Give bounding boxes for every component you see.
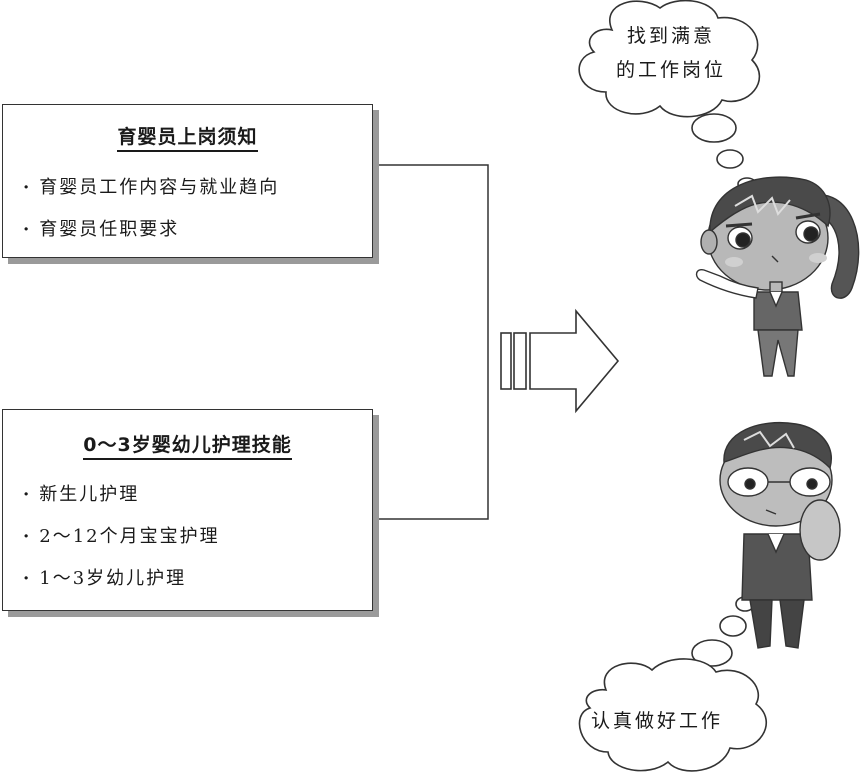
list-item: 1～3岁幼儿护理: [23, 558, 220, 600]
woman-character-icon: [695, 176, 860, 377]
arrow-icon: [500, 308, 620, 414]
thought-text-top: 找到满意 的工作岗位: [596, 19, 746, 87]
man-character-icon: [719, 421, 841, 649]
thought-line: 认真做好工作: [590, 710, 723, 732]
list-item: 育婴员任职要求: [23, 209, 279, 251]
thought-line-2: 的工作岗位: [615, 59, 726, 81]
thought-line-1: 找到满意: [626, 25, 715, 47]
thought-cloud-bottom: [578, 596, 768, 772]
box-list: 新生儿护理 2～12个月宝宝护理 1～3岁幼儿护理: [23, 474, 220, 600]
box-caregiver-onboarding: 育婴员上岗须知 育婴员工作内容与就业趋向 育婴员任职要求: [2, 104, 373, 258]
connector-line: [373, 164, 489, 520]
thought-cloud-top: [578, 0, 761, 191]
list-item: 新生儿护理: [23, 474, 220, 516]
box-title: 育婴员上岗须知: [3, 122, 372, 152]
box-title: 0～3岁婴幼儿护理技能: [3, 430, 372, 460]
box-infant-care-skills: 0～3岁婴幼儿护理技能 新生儿护理 2～12个月宝宝护理 1～3岁幼儿护理: [2, 409, 373, 611]
box-list: 育婴员工作内容与就业趋向 育婴员任职要求: [23, 167, 279, 251]
thought-text-bottom: 认真做好工作: [572, 704, 742, 738]
list-item: 2～12个月宝宝护理: [23, 516, 220, 558]
list-item: 育婴员工作内容与就业趋向: [23, 167, 279, 209]
